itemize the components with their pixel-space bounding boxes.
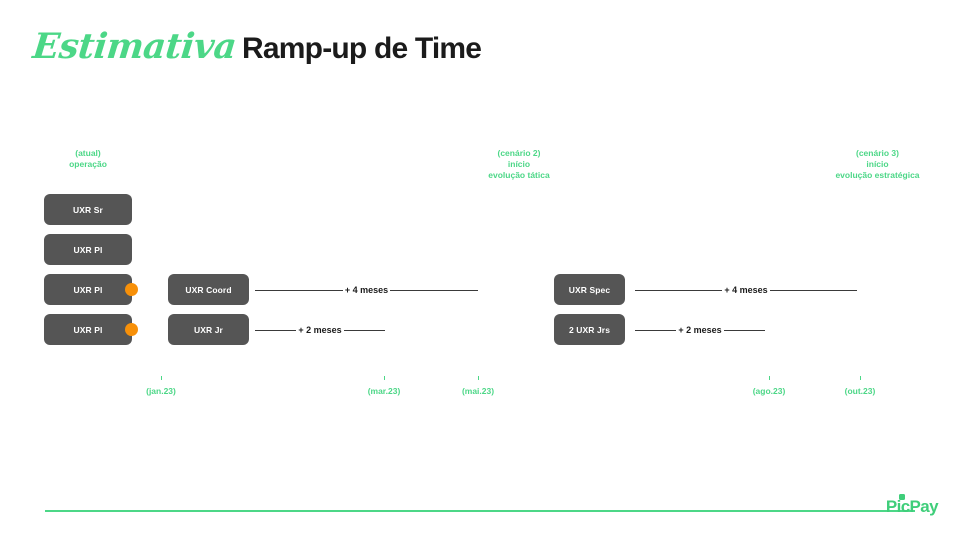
picpay-wordmark: PicPay xyxy=(885,497,939,516)
connector-line-right xyxy=(769,289,858,291)
column-heading-current: (atual)operação xyxy=(69,148,107,169)
connector-line-right xyxy=(390,289,479,291)
timeline-marker-mar23: (mar.23) xyxy=(349,376,419,396)
timeline-marker-out23: (out.23) xyxy=(825,376,895,396)
picpay-logo: PicPay xyxy=(885,494,939,516)
duration-label: + 2 meses xyxy=(298,325,342,335)
connector-line-left xyxy=(255,329,297,331)
timeline-label: (mar.23) xyxy=(367,386,401,396)
role-box-2-uxr-jrs[interactable]: 2 UXR Jrs xyxy=(554,314,625,345)
role-box-uxr-spec[interactable]: UXR Spec xyxy=(554,274,625,305)
connector-line-left xyxy=(255,289,343,291)
role-box-uxr-sr[interactable]: UXR Sr xyxy=(44,194,132,225)
timeline-label: (ago.23) xyxy=(752,386,786,396)
timeline-label: (jan.23) xyxy=(146,386,176,396)
role-box-uxr-pl-1[interactable]: UXR Pl xyxy=(44,234,132,265)
timeline-label: (out.23) xyxy=(844,386,876,396)
timeline-marker-mai23: (mai.23) xyxy=(443,376,513,396)
duration-connector-2-uxr-jrs: + 2 meses xyxy=(635,323,766,337)
vacancy-dot-1 xyxy=(125,283,138,296)
duration-connector-uxr-jr: + 2 meses xyxy=(255,323,386,337)
timeline-tick-icon xyxy=(160,376,162,380)
page-title-bold: Ramp-up de Time xyxy=(242,32,482,65)
duration-label: + 2 meses xyxy=(678,325,722,335)
timeline-tick-icon xyxy=(383,376,385,380)
page-title-script: Estimativa xyxy=(30,26,239,67)
timeline-marker-ago23: (ago.23) xyxy=(734,376,804,396)
role-box-uxr-jr[interactable]: UXR Jr xyxy=(168,314,249,345)
duration-label: + 4 meses xyxy=(724,285,768,295)
vacancy-dot-2 xyxy=(125,323,138,336)
timeline-tick-icon xyxy=(477,376,479,380)
role-box-uxr-pl-2[interactable]: UXR Pl xyxy=(44,274,132,305)
timeline-label: (mai.23) xyxy=(461,386,495,396)
connector-line-right xyxy=(723,329,766,331)
timeline-marker-jan23: (jan.23) xyxy=(126,376,196,396)
picpay-badge-icon xyxy=(898,494,905,500)
connector-line-left xyxy=(635,329,677,331)
timeline-tick-icon xyxy=(768,376,770,380)
connector-line-right xyxy=(343,329,386,331)
duration-connector-uxr-spec: + 4 meses xyxy=(635,283,858,297)
footer-divider xyxy=(45,510,915,512)
page-title: Estimativa Ramp-up de Time xyxy=(30,26,482,67)
timeline-tick-icon xyxy=(859,376,861,380)
role-box-uxr-coord[interactable]: UXR Coord xyxy=(168,274,249,305)
role-box-uxr-pl-3[interactable]: UXR Pl xyxy=(44,314,132,345)
duration-connector-uxr-coord: + 4 meses xyxy=(255,283,479,297)
duration-label: + 4 meses xyxy=(344,285,389,295)
connector-line-left xyxy=(635,289,723,291)
